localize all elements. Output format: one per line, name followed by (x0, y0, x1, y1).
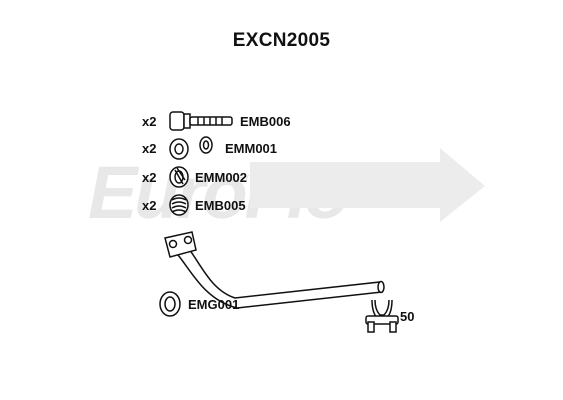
u-clamp-icon (365, 299, 399, 333)
part-code: EMM002 (195, 170, 248, 185)
part-code: EMM001 (225, 141, 278, 156)
exhaust-pipe-icon (164, 231, 385, 309)
watermark-tagline: EXHAUST SYSTEMS (196, 175, 280, 182)
gasket-icon (159, 291, 181, 317)
spring-icon (169, 166, 189, 188)
bolt-icon (169, 111, 233, 131)
nut-icon (169, 136, 213, 160)
part-qty: x2 (142, 198, 157, 213)
spring-bolt-icon (169, 194, 189, 216)
part-qty: x2 (142, 141, 157, 156)
watermark-arrow-icon (250, 148, 485, 222)
clamp-size: 50 (400, 309, 415, 324)
gasket-code: EMG001 (188, 297, 240, 312)
part-qty: x2 (142, 170, 157, 185)
part-code: EMB006 (240, 114, 291, 129)
page-title: EXCN2005 (232, 30, 331, 51)
part-qty: x2 (142, 114, 157, 129)
part-code: EMB005 (195, 198, 246, 213)
